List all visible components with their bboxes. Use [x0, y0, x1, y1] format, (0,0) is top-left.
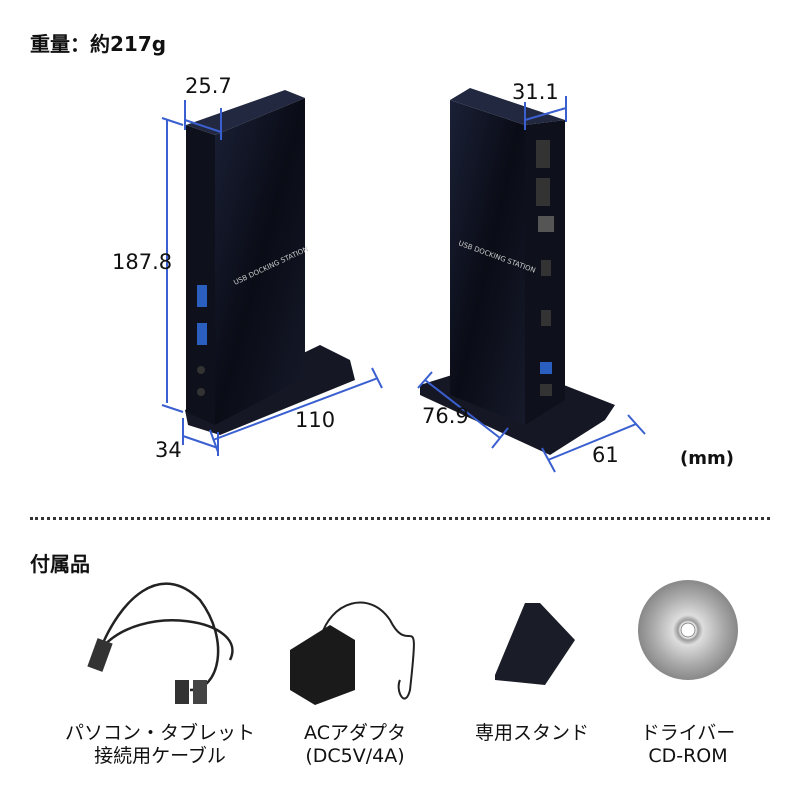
- accessory-line2: (DC5V/4A): [305, 745, 405, 767]
- accessory-line1: ドライバー: [640, 722, 736, 744]
- accessory-ac-adapter: ACアダプタ (DC5V/4A): [255, 722, 455, 768]
- dim-base-width-rear: 61: [592, 443, 619, 467]
- dim-height: 187.8: [112, 250, 173, 274]
- front-dimension-lines: [161, 100, 383, 456]
- accessory-line2: 接続用ケーブル: [94, 745, 226, 767]
- accessory-cd-rom: ドライバー CD-ROM: [588, 722, 788, 768]
- dotted-divider: [30, 517, 770, 520]
- body-front: [450, 100, 525, 425]
- accessories-title: 付属品: [30, 552, 90, 576]
- accessory-line2: CD-ROM: [648, 745, 728, 767]
- rear-dimension-lines: [417, 96, 646, 473]
- dock-front-view: USB DOCKING STATION: [185, 90, 355, 435]
- dim-base-width: 34: [155, 438, 182, 462]
- weight-label: 重量：約217g: [30, 32, 167, 56]
- unit-label: (mm): [680, 448, 734, 469]
- accessory-stand: 専用スタンド: [432, 722, 632, 745]
- accessory-line1: 専用スタンド: [474, 722, 589, 744]
- accessory-line1: パソコン・タブレット: [64, 722, 255, 744]
- dock-rear-view: USB DOCKING STATION: [420, 88, 615, 455]
- cd-rom-illustration: [638, 580, 738, 680]
- dim-front-width: 25.7: [185, 74, 232, 98]
- accessory-line1: ACアダプタ: [304, 722, 406, 744]
- stand-illustration: [495, 603, 575, 685]
- cable-illustration: [87, 582, 234, 704]
- dim-base-depth-rear: 76.9: [422, 404, 469, 428]
- ac-adapter-illustration: [290, 601, 415, 705]
- accessory-cable: パソコン・タブレット 接続用ケーブル: [60, 722, 260, 768]
- body-side: [186, 125, 215, 425]
- dim-base-depth-front: 110: [295, 408, 336, 432]
- dim-rear-width: 31.1: [512, 80, 559, 104]
- body-top: [186, 90, 305, 135]
- body-front: [215, 98, 305, 425]
